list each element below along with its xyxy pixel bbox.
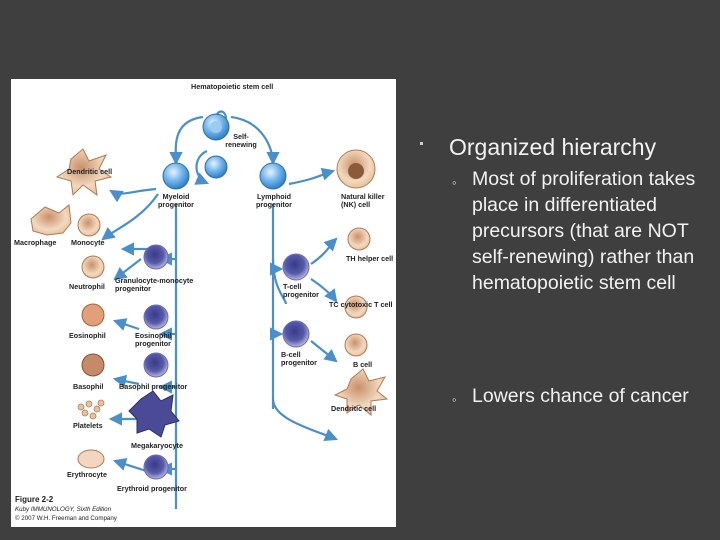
figure-number: Figure 2-2 bbox=[15, 495, 54, 504]
figure-book: Kuby IMMUNOLOGY, Sixth Edition bbox=[15, 506, 112, 513]
th-helper-shape bbox=[347, 227, 371, 251]
label-self-renewing: Self-renewing bbox=[225, 132, 257, 149]
label-erythroid-progenitor: Erythroid progenitor bbox=[117, 484, 187, 493]
label-th-helper: TH helper cell bbox=[346, 254, 394, 263]
label-lymphoid: Lymphoid progenitor bbox=[256, 192, 292, 209]
basophil-progenitor-shape bbox=[143, 352, 169, 378]
bcell-shape bbox=[344, 333, 368, 357]
gm-progenitor-shape bbox=[143, 244, 169, 270]
lineage-arrows bbox=[101, 110, 339, 509]
tc-cytotoxic-shape bbox=[344, 295, 368, 319]
heading-bullet-icon bbox=[420, 142, 423, 145]
myeloid-progenitor-shape bbox=[162, 162, 190, 190]
label-dendritic-right: Dendritic cell bbox=[331, 404, 377, 413]
bcell-progenitor-shape bbox=[282, 320, 310, 348]
label-neutrophil: Neutrophil bbox=[69, 282, 105, 291]
label-nk: Natural killer (NK) cell bbox=[341, 192, 385, 209]
self-renewing-cell-shape bbox=[204, 155, 228, 179]
label-myeloid: Myeloid progenitor bbox=[158, 192, 194, 209]
label-baso-progenitor: Basophil progenitor bbox=[119, 382, 188, 391]
neutrophil-shape bbox=[81, 255, 105, 279]
monocyte-shape bbox=[77, 213, 101, 237]
erythroid-progenitor-shape bbox=[143, 454, 169, 480]
hematopoiesis-diagram-drawing bbox=[30, 110, 389, 509]
label-tc-cytotoxic: TC cytotoxic T cell bbox=[329, 300, 393, 309]
dendritic-cell-right-shape bbox=[333, 368, 389, 417]
label-eosinophil: Eosinophil bbox=[69, 331, 106, 340]
platelets-shape bbox=[77, 399, 105, 420]
macrophage-shape bbox=[30, 204, 72, 236]
label-eos-progenitor: Eosinophil progenitor bbox=[135, 331, 172, 348]
label-megakaryocyte: Megakaryocyte bbox=[131, 441, 183, 450]
label-erythrocyte: Erythrocyte bbox=[67, 470, 107, 479]
eosinophil-progenitor-shape bbox=[143, 304, 169, 330]
megakaryocyte-shape bbox=[128, 390, 180, 438]
lymphoid-progenitor-shape bbox=[259, 162, 287, 190]
label-bcell-progenitor: B-cell progenitor bbox=[281, 350, 317, 367]
label-platelets: Platelets bbox=[73, 421, 103, 430]
point-1-bullet-icon: ◦ bbox=[452, 175, 457, 190]
label-hsc: Hematopoietic stem cell bbox=[191, 82, 274, 91]
hematopoiesis-figure: Hematopoietic stem cell Self-renewing De… bbox=[11, 79, 396, 527]
label-gm-progenitor: Granulocyte-monocyte progenitor bbox=[115, 276, 194, 293]
basophil-shape bbox=[81, 353, 105, 377]
label-dendritic-left: Dendritic cell bbox=[67, 167, 113, 176]
figure-copyright: © 2007 W.H. Freeman and Company bbox=[15, 515, 117, 522]
dendritic-cell-left-shape bbox=[55, 148, 113, 197]
label-tcell-progenitor: T-cell progenitor bbox=[283, 282, 319, 299]
tcell-progenitor-shape bbox=[282, 253, 310, 281]
label-macrophage: Macrophage bbox=[14, 238, 57, 247]
eosinophil-shape bbox=[81, 303, 105, 327]
label-monocyte: Monocyte bbox=[71, 238, 105, 247]
label-basophil: Basophil bbox=[73, 382, 104, 391]
erythrocyte-shape bbox=[77, 449, 105, 469]
point-2-bullet-icon: ◦ bbox=[452, 392, 457, 407]
heading-text: Organized hierarchy bbox=[449, 134, 657, 160]
point-1-text: Most of proliferation takes place in dif… bbox=[472, 168, 696, 294]
label-bcell: B cell bbox=[353, 360, 373, 369]
point-2-text: Lowers chance of cancer bbox=[472, 385, 689, 407]
